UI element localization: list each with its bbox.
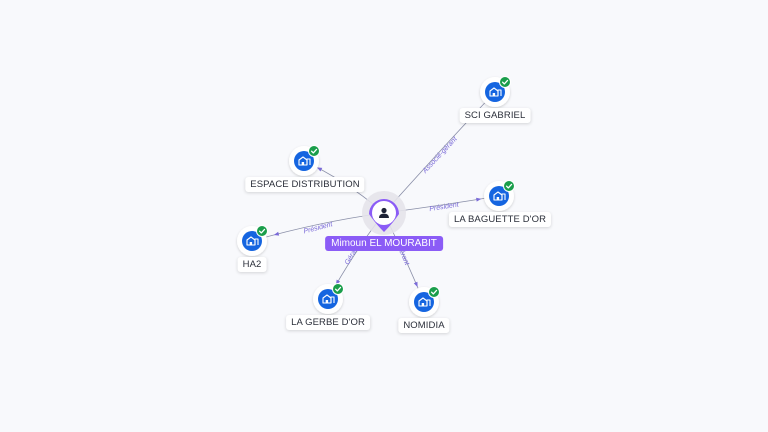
node-disc [485,82,505,102]
check-icon [308,145,320,157]
company-node-ha2[interactable] [237,225,268,257]
check-icon [499,76,511,88]
company-node-sci-gabriel[interactable] [480,76,511,108]
person-node[interactable] [362,191,406,235]
company-node-espace-distribution[interactable] [289,145,320,177]
company-label-sci-gabriel[interactable]: SCI GABRIEL [459,108,531,123]
node-disc [242,231,262,251]
building-icon [322,294,335,304]
edge-arrow [413,281,418,288]
company-label-ha2[interactable]: HA2 [237,257,267,272]
node-disc [318,289,338,309]
building-icon [493,191,506,201]
edge-arrow [476,197,482,202]
company-label-la-gerbe-dor[interactable]: LA GERBE D'OR [286,315,370,330]
edge-arrow [273,231,280,236]
edge-label: Associé-gérant [421,135,459,175]
company-node-la-baguette-dor[interactable] [484,180,515,212]
edge-label: Président [303,221,334,235]
building-icon [246,236,259,246]
check-icon [428,286,440,298]
node-disc [414,292,434,312]
person-icon [379,207,389,218]
node-disc [294,151,314,171]
company-node-nomidia[interactable] [409,286,440,318]
company-label-la-baguette-dor[interactable]: LA BAGUETTE D'OR [448,212,552,227]
edge-label: Président [429,201,460,213]
check-icon [332,283,344,295]
check-icon [503,180,515,192]
company-node-la-gerbe-dor[interactable] [313,283,344,315]
building-icon [489,87,502,97]
company-label-nomidia[interactable]: NOMIDIA [398,318,450,333]
building-icon [298,156,311,166]
check-icon [256,225,268,237]
edge-arrow [316,167,323,172]
node-disc [489,186,509,206]
building-icon [418,297,431,307]
person-label[interactable]: Mimoun EL MOURABIT [325,236,443,251]
company-label-espace-distribution[interactable]: ESPACE DISTRIBUTION [245,177,365,192]
